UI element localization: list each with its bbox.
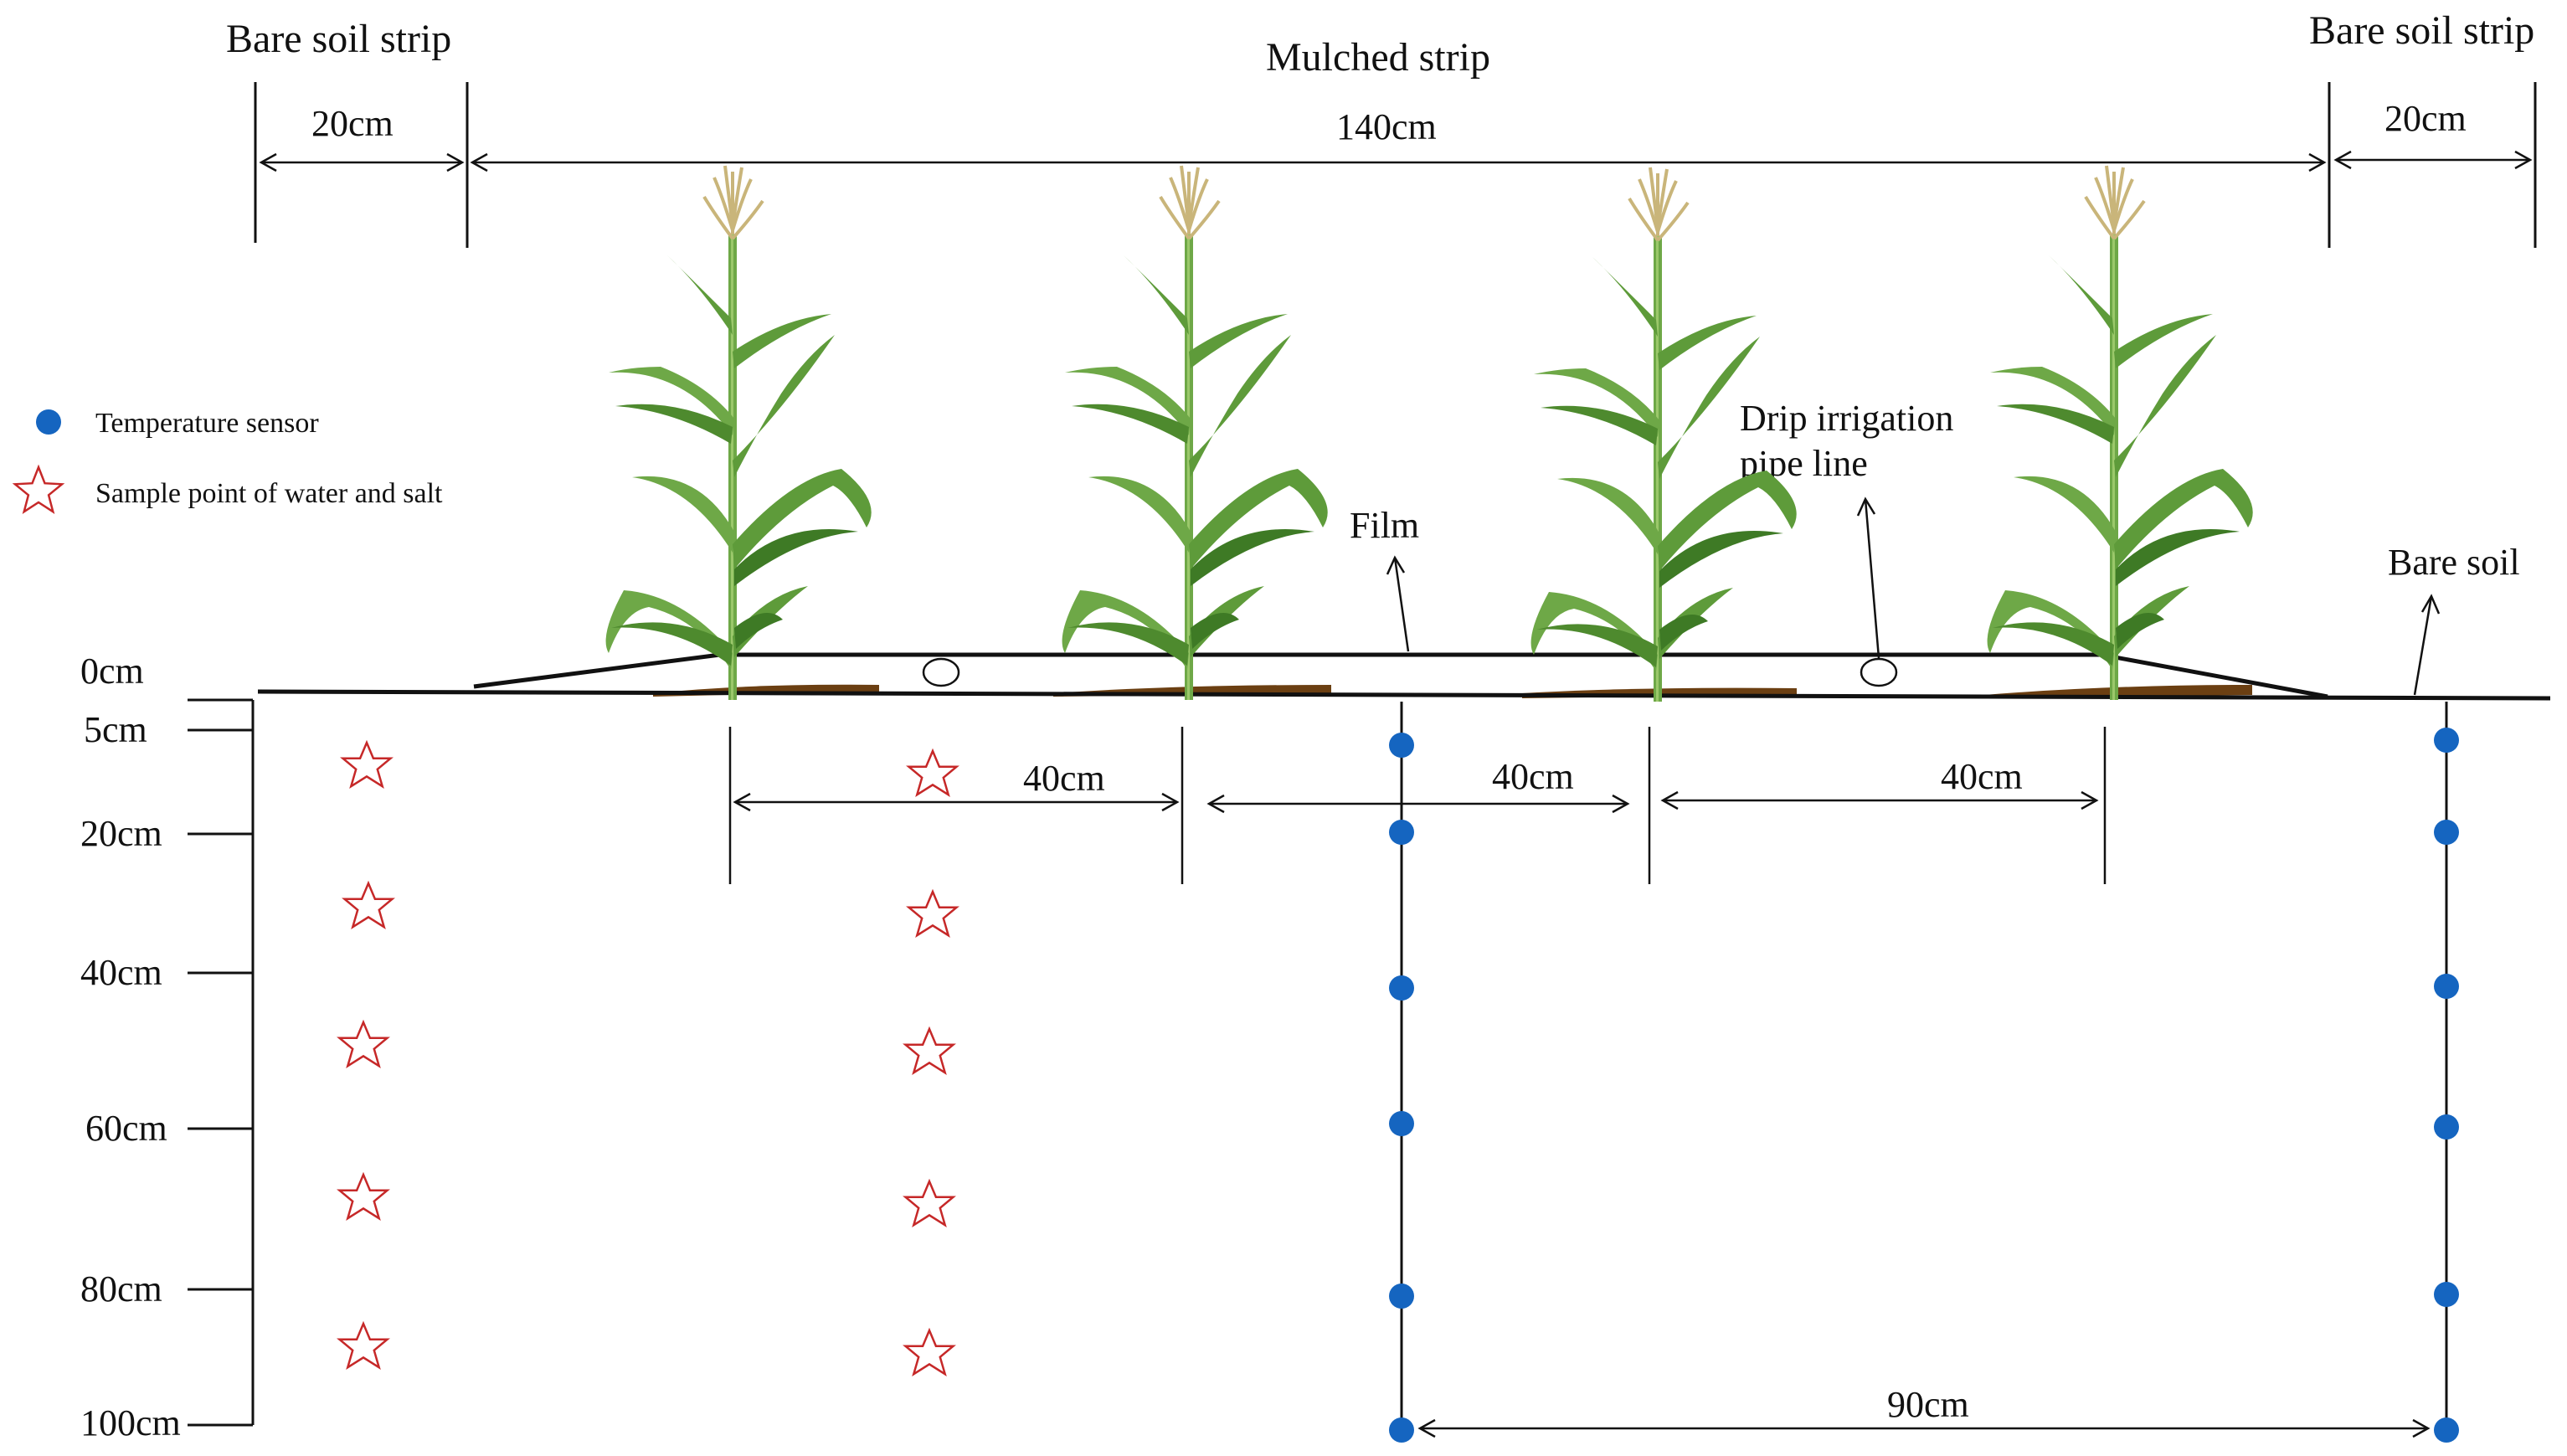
sensor-dot (1389, 820, 1414, 845)
top-dimension-arrows (259, 150, 2533, 172)
sensor-dot (2434, 820, 2459, 845)
temperature-sensors (1389, 728, 2459, 1443)
depth-label-0: 0cm (80, 651, 144, 692)
plant-spacing-lines (728, 727, 2107, 884)
mulched-strip-label: Mulched strip (1266, 35, 1490, 80)
sample-point (338, 1322, 388, 1369)
dim-middle-label: 140cm (1336, 106, 1437, 147)
sensor-dot (1389, 1417, 1414, 1443)
maize-plants (604, 164, 2255, 703)
depth-label-20: 20cm (80, 813, 162, 854)
sensor-dot (2434, 1282, 2459, 1307)
sensor-dot (1389, 1284, 1414, 1309)
dim-right-label: 20cm (2384, 98, 2467, 139)
depth-label-60: 60cm (85, 1108, 167, 1149)
sample-point (338, 1173, 388, 1220)
plant-spacing-arrows (733, 790, 2099, 814)
sample-point (342, 741, 392, 788)
bare-soil-label: Bare soil (2388, 542, 2520, 583)
sample-point (904, 1180, 954, 1227)
sample-point (908, 890, 958, 937)
dim-left-label: 20cm (311, 103, 394, 144)
spacing-label-1: 40cm (1023, 758, 1105, 799)
bare-strip-left-label: Bare soil strip (226, 17, 451, 61)
depth-axis (188, 698, 255, 1427)
annotation-arrows (1386, 496, 2441, 696)
sample-point (908, 749, 958, 796)
legend-sample-label: Sample point of water and salt (95, 478, 443, 509)
sample-points (338, 741, 958, 1376)
depth-label-100: 100cm (80, 1402, 181, 1443)
plastic-film (473, 652, 2328, 699)
film-label: Film (1350, 505, 1419, 546)
depth-label-80: 80cm (80, 1268, 162, 1309)
sensor-dot (1389, 733, 1414, 758)
drip-pipe-left (922, 657, 960, 687)
sensor-dot (2434, 974, 2459, 999)
drip-label-line1: Drip irrigation (1740, 398, 1953, 439)
strip-boundaries (254, 82, 2537, 248)
drip-pipe-right (1860, 657, 1898, 687)
sample-point (904, 1329, 954, 1376)
sample-point (338, 1021, 388, 1068)
sensor-dot (1389, 1111, 1414, 1136)
maize-plant-4 (1985, 164, 2255, 702)
bottom-dim-label: 90cm (1887, 1384, 1969, 1425)
legend-star-icon (12, 464, 65, 514)
bottom-dimension-arrow (1417, 1418, 2431, 1438)
depth-label-40: 40cm (80, 952, 162, 993)
legend-sensor-label: Temperature sensor (95, 408, 319, 439)
sensor-dot (2434, 728, 2459, 753)
sensor-dot (2434, 1114, 2459, 1140)
spacing-label-3: 40cm (1941, 756, 2023, 797)
sensor-column-lines (1400, 702, 2448, 1430)
depth-label-5: 5cm (84, 709, 147, 750)
sensor-dot (1389, 975, 1414, 1001)
ground-surface (257, 689, 2551, 701)
maize-plant-1 (604, 164, 873, 702)
spacing-label-2: 40cm (1492, 756, 1574, 797)
depth-labels: 0cm 5cm 20cm 40cm 60cm 80cm 100cm (80, 651, 181, 1443)
bare-strip-right-label: Bare soil strip (2309, 8, 2534, 53)
sample-point (904, 1027, 954, 1074)
legend-sensor-icon (36, 409, 61, 435)
sample-point (343, 882, 394, 929)
sensor-dot (2434, 1417, 2459, 1443)
maize-plant-2 (1060, 164, 1330, 702)
